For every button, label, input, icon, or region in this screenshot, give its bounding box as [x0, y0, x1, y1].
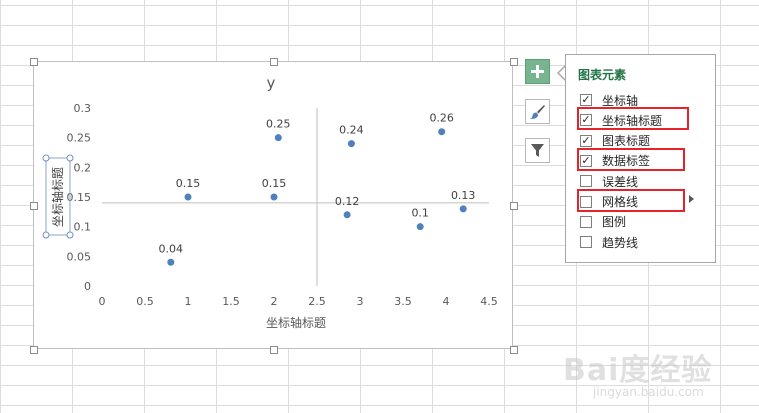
brush-icon — [530, 105, 545, 119]
highlight-box — [577, 147, 685, 171]
y-tick-label: 0.25 — [67, 132, 92, 145]
data-label: 0.13 — [451, 189, 476, 202]
data-point[interactable] — [438, 128, 446, 136]
x-tick-label: 0 — [99, 295, 106, 308]
resize-handle-left[interactable] — [30, 202, 38, 210]
checkbox[interactable] — [580, 215, 592, 228]
chart-area[interactable]: y 0 0.5 1 1.5 2 2.5 3 3.5 4 4.5 0 0.05 0.1 0.15 0.2 0.… — [33, 61, 513, 349]
resize-handle-bottom[interactable] — [270, 346, 278, 354]
x-tick-label: 2.5 — [308, 295, 326, 308]
option-6[interactable]: 图例 — [580, 213, 700, 231]
option-label: 数据标签 — [602, 154, 651, 169]
option-label: 误差线 — [602, 174, 639, 189]
resize-handle-top-right[interactable] — [510, 58, 518, 66]
y-axis-title[interactable]: 坐标轴标题 — [50, 167, 65, 227]
y-tick-label: 0.05 — [67, 250, 92, 263]
data-label: 0.12 — [335, 195, 360, 208]
y-tick-label: 0.15 — [67, 191, 92, 204]
x-axis-title[interactable]: 坐标轴标题 — [266, 315, 326, 330]
option-5[interactable]: 网格线 — [580, 193, 700, 211]
y-tick-labels: 0 0.05 0.1 0.15 0.2 0.25 0.3 — [67, 102, 92, 293]
x-tick-label: 3.5 — [394, 295, 412, 308]
data-point[interactable] — [167, 258, 175, 266]
data-label: 0.25 — [266, 118, 291, 131]
chart-filters-button[interactable] — [525, 138, 550, 163]
checkbox[interactable] — [580, 175, 592, 188]
data-point[interactable] — [270, 193, 278, 201]
resize-handle-bottom-right[interactable] — [510, 346, 518, 354]
x-tick-label: 3 — [357, 295, 364, 308]
data-point[interactable] — [343, 211, 351, 219]
y-tick-label: 0.3 — [74, 102, 92, 115]
resize-handle-bottom-left[interactable] — [30, 346, 38, 354]
watermark-site: jingyan.baidu.com — [593, 385, 704, 399]
chart-styles-button[interactable] — [525, 99, 550, 124]
data-label: 0.1 — [411, 207, 429, 220]
data-point[interactable] — [459, 205, 467, 213]
chart-elements-panel: 图表元素 ✓ 坐标轴 ✓ 坐标轴标题 ✓ 图表标题 ✓ 数据标签误差线网格线图例趋势线 — [565, 54, 716, 263]
x-tick-label: 4.5 — [480, 295, 498, 308]
resize-handle-top-left[interactable] — [30, 58, 38, 66]
y-tick-label: 0.1 — [74, 221, 92, 234]
resize-handle-top[interactable] — [270, 58, 278, 66]
y-tick-label: 0.2 — [74, 161, 92, 174]
data-label: 0.15 — [176, 177, 201, 190]
data-label: 0.24 — [339, 124, 364, 137]
option-label: 坐标轴标题 — [602, 113, 663, 128]
chart-title[interactable]: y — [267, 74, 276, 92]
data-labels[interactable]: 0.04 0.15 0.15 0.25 0.24 0.12 0.1 0.26 0.13 — [159, 112, 476, 256]
data-point[interactable] — [347, 140, 355, 148]
chart-elements-button[interactable] — [525, 59, 550, 84]
checkbox[interactable] — [580, 236, 592, 249]
option-label: 坐标轴 — [602, 93, 639, 108]
watermark-logo: Bai度经验 — [563, 353, 713, 388]
option-label: 图例 — [602, 215, 627, 230]
option-3[interactable]: ✓ 数据标签 — [580, 152, 700, 170]
option-4[interactable]: 误差线 — [580, 172, 700, 190]
option-label: 趋势线 — [602, 235, 639, 250]
data-label: 0.04 — [159, 242, 184, 255]
panel-pointer-fill — [559, 65, 567, 81]
highlight-box — [577, 107, 689, 131]
checkbox[interactable]: ✓ — [580, 153, 592, 167]
data-point[interactable] — [416, 223, 424, 231]
option-1[interactable]: ✓ 坐标轴标题 — [580, 111, 700, 129]
scatter-chart: y 0 0.5 1 1.5 2 2.5 3 3.5 4 4.5 0 0.05 0.1 0.15 0.2 0.… — [42, 74, 498, 330]
plus-icon — [531, 65, 544, 78]
data-label: 0.26 — [429, 112, 454, 125]
x-tick-label: 1.5 — [222, 295, 240, 308]
option-label: 网格线 — [602, 195, 639, 209]
x-tick-label: 2 — [271, 295, 278, 308]
x-tick-labels: 0 0.5 1 1.5 2 2.5 3 3.5 4 4.5 — [99, 295, 498, 308]
option-7[interactable]: 趋势线 — [580, 233, 700, 251]
filter-icon — [531, 144, 544, 157]
x-tick-label: 1 — [185, 295, 192, 308]
x-tick-label: 4 — [443, 295, 450, 308]
checkbox[interactable]: ✓ — [580, 93, 592, 106]
y-axis-title-box[interactable]: 坐标轴标题 — [42, 154, 74, 239]
watermark: Bai度经验 jingyan.baidu.com — [563, 345, 733, 405]
y-tick-label: 0 — [84, 280, 91, 293]
option-label: 图表标题 — [602, 134, 651, 149]
checkbox[interactable]: ✓ — [580, 133, 592, 147]
checkbox[interactable]: ✓ — [580, 113, 592, 127]
checkbox[interactable] — [580, 195, 592, 208]
x-tick-label: 0.5 — [136, 295, 154, 308]
data-label: 0.15 — [262, 177, 287, 190]
option-0[interactable]: ✓ 坐标轴 — [580, 91, 700, 109]
gridlines-submenu-arrow[interactable] — [689, 195, 694, 203]
axes[interactable] — [102, 108, 489, 286]
data-point[interactable] — [274, 134, 282, 142]
highlight-box — [577, 188, 685, 212]
data-point[interactable] — [184, 193, 192, 201]
resize-handle-right[interactable] — [510, 202, 518, 210]
data-points[interactable] — [167, 128, 467, 266]
option-2[interactable]: ✓ 图表标题 — [580, 132, 700, 150]
panel-title: 图表元素 — [578, 68, 627, 82]
